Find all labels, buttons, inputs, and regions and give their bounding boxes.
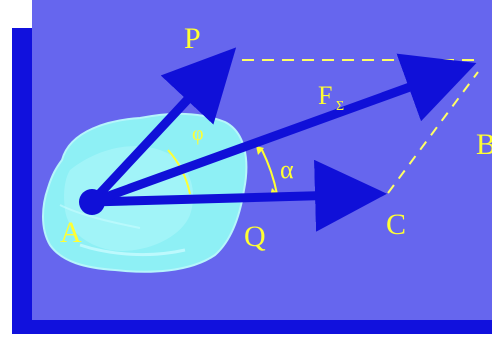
label-alpha: α (280, 155, 294, 184)
label-a: A (60, 216, 82, 249)
dashed-line-c-b (387, 71, 479, 194)
rigid-body-streak (79, 243, 186, 257)
vector-q (91, 159, 387, 232)
label-q: Q (244, 220, 266, 253)
vector-p (88, 47, 237, 206)
point-a (79, 189, 105, 215)
label-b: B (476, 128, 492, 161)
label-resultant: F (318, 81, 332, 110)
angle-arc-alpha-tip (256, 146, 264, 155)
label-phi: φ (192, 123, 204, 145)
label-p: P (184, 22, 201, 55)
vector-resultant (90, 53, 477, 207)
rigid-body-streak (59, 204, 141, 229)
label-resultant-subscript: Σ (336, 99, 344, 114)
label-c: C (386, 208, 406, 241)
